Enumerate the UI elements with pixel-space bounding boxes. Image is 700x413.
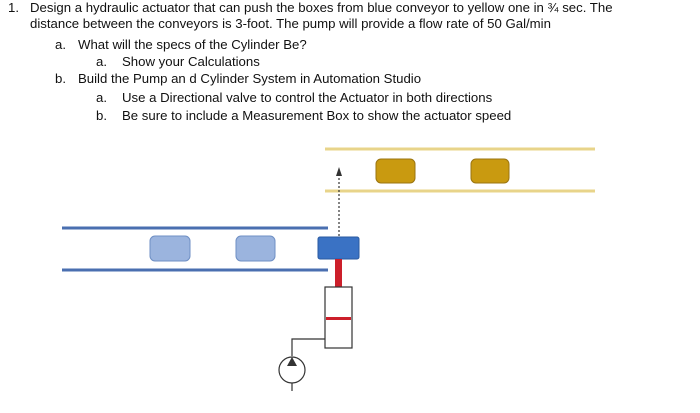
item-a-sub-a-text: Show your Calculations bbox=[122, 54, 260, 69]
item-b-sub-a-text: Use a Directional valve to control the A… bbox=[122, 90, 493, 105]
pump-arrow-icon bbox=[287, 357, 297, 366]
item-a-marker: a. bbox=[55, 37, 66, 52]
yellow-box-1 bbox=[375, 158, 416, 184]
item-b-text: Build the Pump an d Cylinder System in A… bbox=[78, 71, 422, 86]
travel-arrow-head bbox=[336, 167, 342, 176]
blue-box-1 bbox=[149, 235, 191, 262]
problem-line-1: Design a hydraulic actuator that can pus… bbox=[30, 0, 613, 15]
item-a-sub-a-marker: a. bbox=[96, 54, 107, 69]
item-b-sub-a-marker: a. bbox=[96, 90, 107, 105]
pusher-plate bbox=[317, 236, 360, 260]
item-a-text: What will the specs of the Cylinder Be? bbox=[78, 37, 307, 52]
item-b-sub-b-marker: b. bbox=[96, 108, 107, 123]
problem-line-2: distance between the conveyors is 3-foot… bbox=[30, 16, 551, 31]
item-b-marker: b. bbox=[55, 71, 66, 86]
supply-line bbox=[291, 338, 325, 356]
item-b-sub-b-text: Be sure to include a Measurement Box to … bbox=[122, 108, 512, 123]
blue-box-2 bbox=[235, 235, 276, 262]
problem-number: 1. bbox=[8, 0, 19, 15]
yellow-box-2 bbox=[470, 158, 510, 184]
piston-head bbox=[326, 317, 351, 320]
